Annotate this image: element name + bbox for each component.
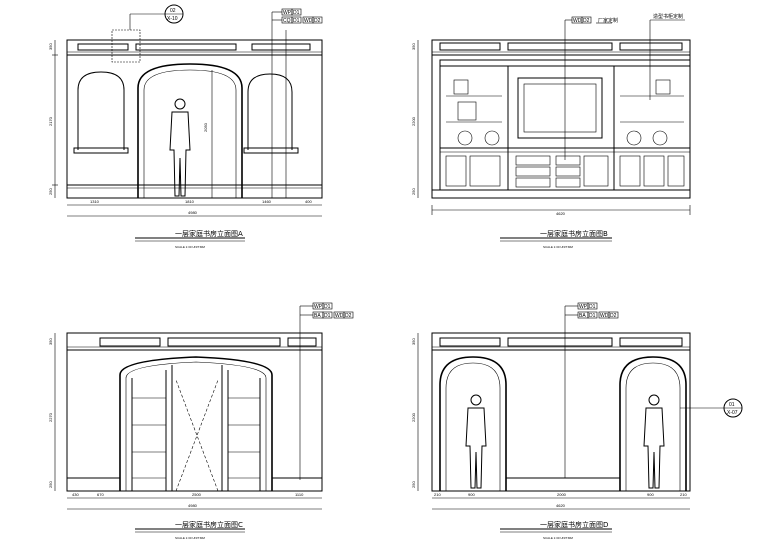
svg-text:900: 900 bbox=[647, 492, 654, 497]
wall-outline bbox=[431, 39, 691, 199]
svg-text:350: 350 bbox=[411, 338, 416, 345]
svg-text:BA: BA bbox=[314, 313, 321, 319]
svg-text:210: 210 bbox=[434, 492, 441, 497]
elevation-title: 一层家庭书房立面图B bbox=[540, 229, 608, 238]
elevation-title: 一层家庭书房立面图D bbox=[540, 520, 608, 529]
svg-text:D2: D2 bbox=[345, 313, 352, 319]
arched-niche-left bbox=[439, 356, 507, 491]
width-seg-4: 400 bbox=[305, 199, 312, 204]
human-figure-left bbox=[465, 394, 487, 489]
svg-text:250: 250 bbox=[48, 481, 53, 488]
svg-text:01: 01 bbox=[729, 402, 735, 408]
svg-text:2500: 2500 bbox=[192, 492, 202, 497]
svg-text:BA: BA bbox=[579, 313, 586, 319]
svg-text:900: 900 bbox=[468, 492, 475, 497]
svg-text:210: 210 bbox=[680, 492, 687, 497]
arched-niche-right bbox=[247, 73, 293, 150]
svg-text:D1: D1 bbox=[324, 313, 331, 319]
wall-outline bbox=[431, 332, 691, 492]
svg-text:250: 250 bbox=[411, 481, 416, 488]
svg-text:CQ: CQ bbox=[283, 18, 291, 24]
svg-text:D2: D2 bbox=[583, 18, 590, 24]
elevation-b: 350 2200 250 4620 WD D2 厂家定制 造型书柜定制 一层家庭… bbox=[411, 13, 691, 249]
svg-text:1110: 1110 bbox=[295, 492, 304, 497]
inner-height-text: 2050 bbox=[203, 122, 208, 132]
human-figure bbox=[169, 98, 191, 197]
tv-panel bbox=[517, 77, 603, 139]
scale-note: SCALE 1:30 UNIT:MM bbox=[175, 245, 205, 249]
svg-text:D2: D2 bbox=[314, 18, 321, 24]
svg-text:2200: 2200 bbox=[411, 412, 416, 422]
elevation-d: 350 2200 250 210 900 2000 900 210 4620 W… bbox=[411, 302, 743, 540]
height-mid: 2170 bbox=[48, 116, 53, 126]
svg-text:430: 430 bbox=[72, 492, 79, 497]
width-total: 4620 bbox=[556, 503, 566, 508]
height-bottom: 250 bbox=[48, 188, 53, 195]
svg-text:SCALE 1:30 UNIT:MM: SCALE 1:30 UNIT:MM bbox=[175, 536, 205, 540]
width-total: 4980 bbox=[188, 210, 198, 215]
detail-callout-box bbox=[111, 29, 141, 63]
width-seg-1: 1310 bbox=[90, 199, 100, 204]
svg-text:SCALE 1:30 UNIT:MM: SCALE 1:30 UNIT:MM bbox=[543, 245, 573, 249]
svg-text:D1: D1 bbox=[324, 304, 331, 310]
svg-text:350: 350 bbox=[411, 43, 416, 50]
elevation-title: 一层家庭书房立面图A bbox=[175, 229, 243, 238]
arched-niche-right bbox=[619, 356, 687, 491]
svg-text:D1: D1 bbox=[589, 304, 596, 310]
arched-niche-left bbox=[77, 71, 125, 150]
width-total: 4620 bbox=[556, 211, 566, 216]
bubble-top: 02 bbox=[170, 8, 176, 14]
wall-outline bbox=[66, 39, 323, 199]
svg-text:D1: D1 bbox=[293, 10, 300, 16]
svg-text:SCALE 1:30 UNIT:MM: SCALE 1:30 UNIT:MM bbox=[543, 536, 573, 540]
svg-text:670: 670 bbox=[97, 492, 104, 497]
width-seg-3: 1460 bbox=[262, 199, 272, 204]
svg-text:2200: 2200 bbox=[411, 116, 416, 126]
callout-manufacturer: 厂家定制 bbox=[598, 17, 618, 24]
svg-text:WD: WD bbox=[573, 18, 582, 24]
tag-wp: WP bbox=[283, 10, 292, 16]
elevation-c: 350 2270 250 430 670 2500 1110 4980 WP D… bbox=[48, 302, 354, 540]
svg-text:D2: D2 bbox=[610, 313, 617, 319]
svg-text:X-07: X-07 bbox=[727, 410, 738, 416]
svg-text:WD: WD bbox=[304, 18, 313, 24]
width-total: 4980 bbox=[188, 503, 198, 508]
french-door bbox=[119, 356, 273, 491]
elevation-a: 2050 350 2170 250 1310 1810 1460 400 498… bbox=[48, 4, 323, 249]
elevation-title: 一层家庭书房立面图C bbox=[175, 520, 243, 529]
width-seg-2: 1810 bbox=[185, 199, 195, 204]
svg-text:WD: WD bbox=[600, 313, 609, 319]
bubble-bottom: X-10 bbox=[167, 16, 178, 22]
svg-text:WD: WD bbox=[335, 313, 344, 319]
wall-outline bbox=[66, 332, 323, 492]
svg-text:250: 250 bbox=[411, 188, 416, 195]
svg-text:WP: WP bbox=[314, 304, 323, 310]
arch-doorway bbox=[137, 63, 243, 198]
svg-text:D1: D1 bbox=[589, 313, 596, 319]
human-figure-right bbox=[643, 394, 665, 489]
height-top: 350 bbox=[48, 43, 53, 50]
svg-text:350: 350 bbox=[48, 338, 53, 345]
cornice-panel bbox=[77, 43, 129, 51]
svg-text:2270: 2270 bbox=[48, 412, 53, 422]
svg-text:WP: WP bbox=[579, 304, 588, 310]
callout-bookcase: 造型书柜定制 bbox=[653, 13, 683, 20]
svg-text:2000: 2000 bbox=[557, 492, 567, 497]
svg-text:D1: D1 bbox=[293, 18, 300, 24]
